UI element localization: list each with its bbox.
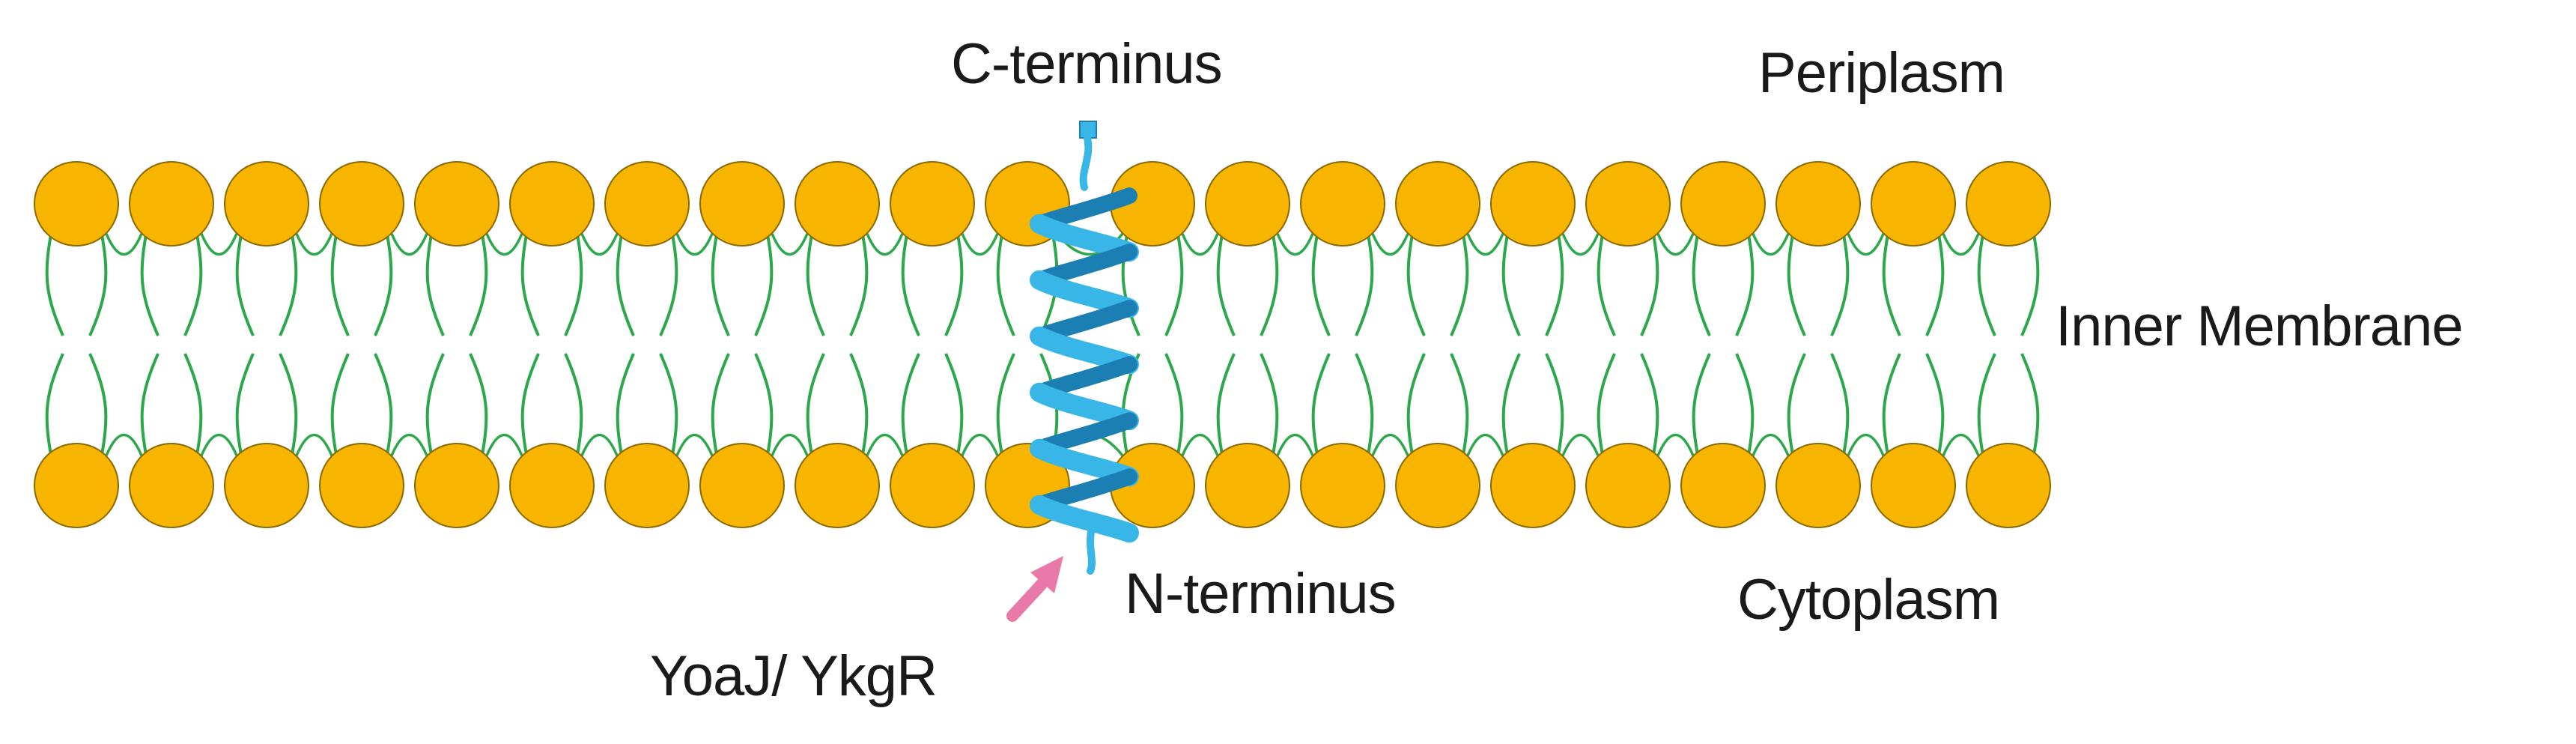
lipid-tail-pair <box>1692 218 1790 471</box>
lipid-tail-pair <box>235 218 333 471</box>
lipid-head-lower <box>1775 443 1861 528</box>
lipid-tail-pair <box>711 218 809 471</box>
lipid-head-upper <box>1775 161 1861 247</box>
helix-turn-front <box>1030 495 1139 543</box>
lipid-head-upper <box>604 161 690 247</box>
lipid-tail-pair <box>616 218 714 471</box>
lipid-tail-pair <box>1406 218 1504 471</box>
lipid-head-upper <box>1585 161 1671 247</box>
lipid-head-lower <box>1395 443 1480 528</box>
lipid-tail-pair <box>1977 218 2040 471</box>
periplasm-label: Periplasm <box>1758 41 2005 105</box>
lipid-tail-pair <box>901 218 999 471</box>
lipid-tail-pair <box>45 218 143 471</box>
lipid-head-lower <box>1300 443 1385 528</box>
lipid-head-upper <box>795 161 880 247</box>
lipid-head-upper <box>1490 161 1576 247</box>
lipid-head-upper <box>1680 161 1766 247</box>
lipid-head-lower <box>1490 443 1576 528</box>
lipid-head-lower <box>1585 443 1671 528</box>
lipid-tail-pair <box>330 218 428 471</box>
lipid-tail-pair <box>425 218 523 471</box>
lipid-head-lower <box>1871 443 1956 528</box>
lipid-tail-pair <box>1882 218 1980 471</box>
helix-turn-front <box>1030 326 1139 375</box>
lipid-head-upper <box>129 161 214 247</box>
lipid-head-lower <box>224 443 309 528</box>
lipid-tail-pair <box>140 218 238 471</box>
lipid-head-upper <box>414 161 499 247</box>
protein-helix <box>1030 121 1139 575</box>
c-terminus-label: C-terminus <box>951 32 1223 96</box>
lipid-tail-pair <box>1597 218 1695 471</box>
lipid-head-lower <box>509 443 595 528</box>
lipid-head-upper <box>509 161 595 247</box>
lipid-head-lower <box>604 443 690 528</box>
lipid-head-lower <box>319 443 404 528</box>
inner-membrane-label: Inner Membrane <box>2056 294 2464 358</box>
lipid-head-upper <box>1871 161 1956 247</box>
lipid-head-upper <box>1395 161 1480 247</box>
lipid-head-lower <box>129 443 214 528</box>
lipid-tail-pair <box>1216 218 1314 471</box>
lipid-head-upper <box>1300 161 1385 247</box>
helix-turn-front <box>1030 214 1139 262</box>
lipid-head-upper <box>224 161 309 247</box>
n-terminus-coil <box>1087 524 1096 575</box>
protein-name-label: YoaJ/ YkgR <box>650 644 938 708</box>
lipid-tail-pair <box>520 218 619 471</box>
arrow-head <box>1030 556 1063 593</box>
c-terminus-coil <box>1079 134 1093 191</box>
cytoplasm-label: Cytoplasm <box>1737 568 2000 632</box>
lipid-head-lower <box>1680 443 1766 528</box>
lipid-head-upper <box>319 161 404 247</box>
helix-turn-front <box>1030 382 1139 431</box>
lipid-head-lower <box>1205 443 1290 528</box>
arrow-shaft <box>1006 572 1053 622</box>
lipid-head-lower <box>890 443 975 528</box>
lipid-tail-pair <box>1787 218 1885 471</box>
protein-pointer-arrow <box>1006 556 1063 622</box>
lipid-head-lower <box>34 443 119 528</box>
lipid-tail-pair <box>806 218 904 471</box>
n-terminus-label: N-terminus <box>1125 562 1397 626</box>
lipid-tail-pair <box>1501 218 1600 471</box>
lipid-head-upper <box>699 161 785 247</box>
lipid-head-lower <box>1966 443 2051 528</box>
lipid-head-upper <box>1966 161 2051 247</box>
lipid-head-upper <box>890 161 975 247</box>
lipid-head-upper <box>1205 161 1290 247</box>
lipid-tail-pair <box>1311 218 1409 471</box>
lipid-head-lower <box>414 443 499 528</box>
lipid-head-lower <box>795 443 880 528</box>
lipid-head-lower <box>699 443 785 528</box>
lipid-heads-layer <box>34 161 2051 528</box>
lipid-head-upper <box>34 161 119 247</box>
